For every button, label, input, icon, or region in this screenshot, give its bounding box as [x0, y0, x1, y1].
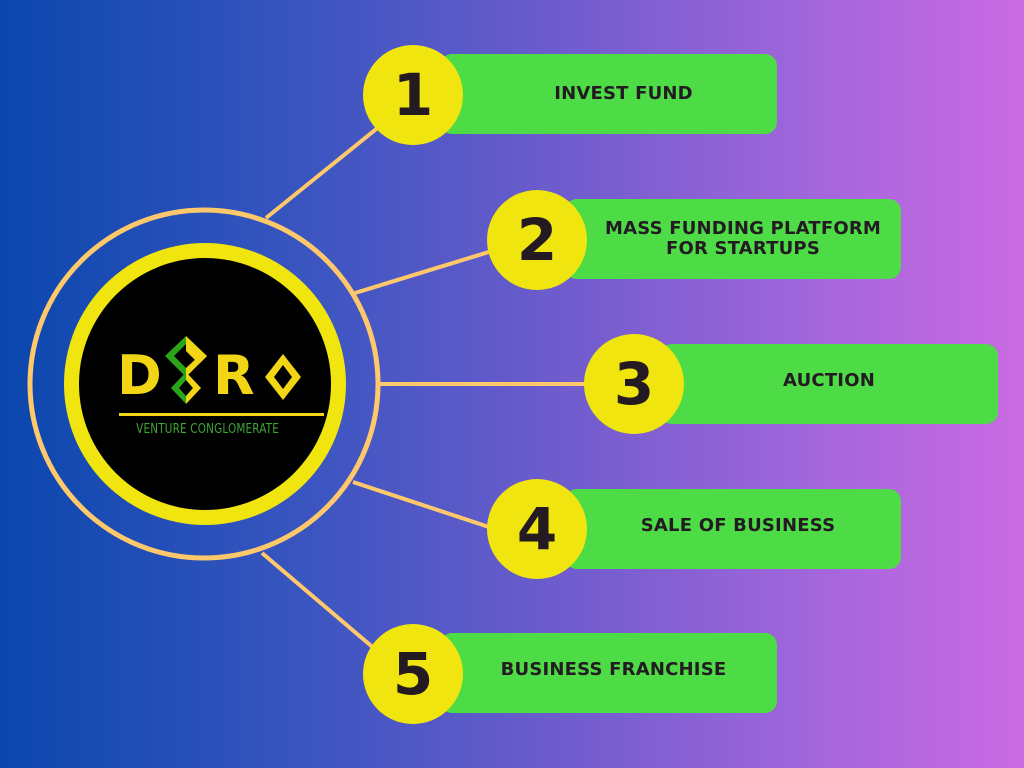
item-card-5: BUSINESS FRANCHISE [440, 633, 777, 713]
number-badge-2: 2 [487, 190, 587, 290]
logo-wordmark: D R [117, 336, 301, 407]
item-card-2: MASS FUNDING PLATFORM FOR STARTUPS [565, 199, 901, 279]
number-badge-1: 1 [363, 45, 463, 145]
item-card-4: SALE OF BUSINESS [565, 489, 901, 569]
item-label-3: AUCTION [783, 370, 875, 391]
item-card-1: INVEST FUND [440, 54, 777, 134]
logo-hub: D R VENTURE CONGLOMERATE [64, 243, 346, 525]
item-label-1: INVEST FUND [554, 83, 693, 104]
logo-badge: D R VENTURE CONGLOMERATE [79, 258, 331, 510]
item-card-3: AUCTION [660, 344, 998, 424]
item-label-5: BUSINESS FRANCHISE [500, 659, 727, 680]
item-label-2-line1: MASS FUNDING PLATFORM [605, 218, 881, 239]
item-label-4: SALE OF BUSINESS [640, 515, 836, 536]
connector-4 [352, 480, 493, 530]
number-badge-4: 4 [487, 479, 587, 579]
logo-divider [119, 413, 324, 416]
connector-1 [264, 124, 382, 220]
item-number-3: 3 [613, 350, 655, 418]
item-label-2: MASS FUNDING PLATFORM FOR STARTUPS [605, 219, 881, 259]
item-label-2-line2: FOR STARTUPS [665, 238, 820, 259]
logo-letter-r: R [213, 344, 255, 407]
item-number-4: 4 [516, 495, 558, 563]
diamond-chevron-mark-icon [165, 336, 207, 404]
item-number-5: 5 [392, 640, 434, 708]
item-number-1: 1 [392, 61, 434, 129]
logo-letter-d: D [117, 344, 162, 407]
diamond-o-icon [265, 354, 301, 400]
number-badge-3: 3 [584, 334, 684, 434]
item-number-2: 2 [516, 206, 558, 274]
connector-2 [354, 249, 493, 295]
logo-tagline: VENTURE CONGLOMERATE [136, 421, 280, 437]
number-badge-5: 5 [363, 624, 463, 724]
connector-5 [260, 551, 378, 652]
